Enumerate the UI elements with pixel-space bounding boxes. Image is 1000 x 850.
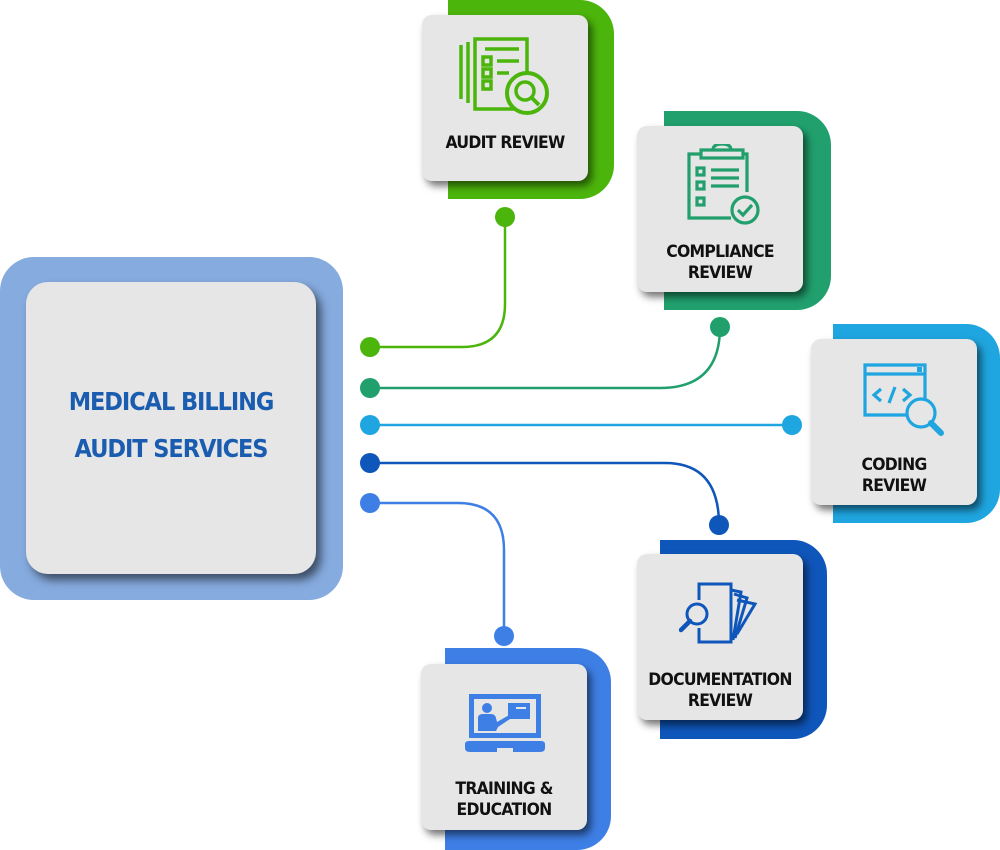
clipboard-check-icon [687, 144, 760, 225]
coding-review-card: CODING REVIEW [811, 339, 977, 505]
hub-title: MEDICAL BILLING AUDIT SERVICES [41, 378, 302, 472]
hub-title-line2: AUDIT SERVICES [74, 434, 269, 463]
audit-review-label: AUDIT REVIEW [445, 133, 566, 153]
checklist-magnifier-icon [459, 37, 549, 115]
dot-documentation-review [709, 515, 729, 535]
documentation-review-card: DOCUMENTATION REVIEW [637, 554, 803, 720]
dot-hub-coding [360, 415, 380, 435]
compliance-review-label: COMPLIANCE REVIEW [666, 242, 774, 283]
connector-compliance-review [370, 326, 722, 390]
connector-training-education [370, 501, 506, 636]
connector-documentation-review [370, 461, 721, 526]
hub-card: MEDICAL BILLING AUDIT SERVICES [26, 282, 316, 574]
training-education-label: TRAINING & EDUCATION [455, 779, 553, 820]
compliance-review-card: COMPLIANCE REVIEW [637, 126, 803, 292]
dot-training-education [494, 626, 514, 646]
documents-magnifier-icon [679, 582, 758, 644]
documentation-review-label: DOCUMENTATION REVIEW [648, 670, 792, 711]
dot-hub-training [360, 493, 380, 513]
code-window-magnifier-icon [863, 363, 944, 436]
dot-hub-compliance [360, 378, 380, 398]
dot-hub-documentation [360, 453, 380, 473]
dot-audit-review [495, 207, 515, 227]
dot-coding-review [782, 415, 802, 435]
audit-review-card: AUDIT REVIEW [422, 15, 588, 181]
training-education-card: TRAINING & EDUCATION [421, 664, 587, 830]
dot-compliance-review [710, 317, 730, 337]
dot-hub-audit [360, 337, 380, 357]
connector-audit-review [370, 217, 507, 349]
coding-review-label: CODING REVIEW [861, 455, 927, 496]
hub-title-line1: MEDICAL BILLING [68, 387, 275, 416]
laptop-teacher-icon [465, 694, 545, 752]
